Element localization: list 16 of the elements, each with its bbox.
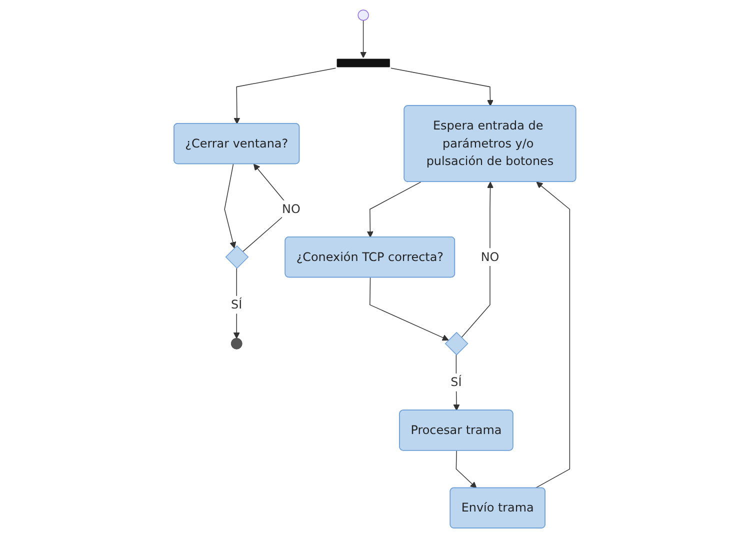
edge-label: NO	[282, 201, 300, 216]
node-diamond	[444, 331, 468, 355]
arrow	[367, 181, 422, 238]
node-diamond	[225, 244, 249, 268]
arrow	[535, 181, 570, 488]
arrow	[360, 20, 367, 58]
arrow	[370, 276, 449, 340]
arrow	[390, 67, 494, 106]
node-circle	[358, 9, 369, 20]
arrow	[234, 67, 336, 124]
arrow	[224, 163, 236, 248]
arrow	[461, 181, 494, 338]
arrow	[456, 450, 477, 488]
edge-label: SÍ	[450, 374, 462, 389]
edge-label: NO	[480, 249, 500, 264]
edge-label: SÍ	[231, 296, 242, 312]
